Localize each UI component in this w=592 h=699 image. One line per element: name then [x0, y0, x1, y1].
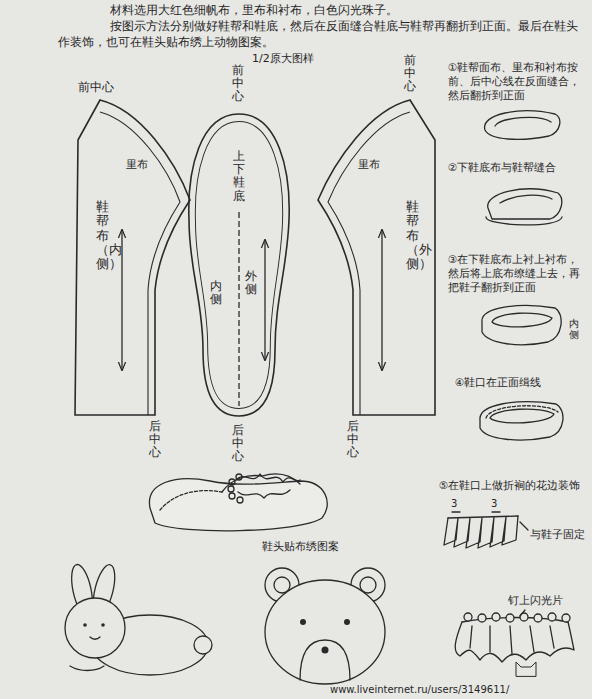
material-note: 材料选用大红色细帆布，里布和衬布，白色闪光珠子。 [110, 2, 588, 18]
sequin [562, 614, 570, 622]
sequin [548, 613, 556, 621]
pattern-piece: 上下鞋底内侧外侧 [183, 110, 295, 422]
mouth [90, 637, 100, 639]
step-text: ④鞋口在正面缉线 [455, 375, 588, 389]
bead [229, 479, 235, 485]
side-label: 外侧 [245, 270, 257, 296]
step-text: ③在下鞋底布上衬上衬布，然后将上底布缭缝上去，再把鞋子翻折到正面 [448, 252, 588, 295]
leader-line [520, 522, 528, 530]
piece-name: 上下鞋底 [233, 150, 245, 203]
step-text: ⑤在鞋口上做折裥的花边装饰 [439, 478, 589, 492]
ruffle-skirt [455, 622, 574, 662]
pleat-lines [470, 626, 554, 654]
eye [101, 623, 105, 627]
method-note: 按图示方法分别做好鞋帮和鞋底，然后在反面缝合鞋底与鞋帮再翻折到正面。最后在鞋头作… [58, 18, 588, 50]
side-label: 内侧 [210, 280, 222, 306]
rabbit-applique [65, 563, 212, 675]
opening-line [500, 195, 552, 203]
sequin [492, 613, 500, 621]
center-mark: 前中心 [232, 64, 244, 104]
leader-line [520, 610, 525, 616]
bead [228, 486, 234, 492]
pleats [444, 516, 518, 548]
bear-applique [265, 568, 385, 684]
pattern-piece: 里布鞋帮布（外侧） [310, 90, 440, 420]
stitch-line [486, 406, 558, 418]
eye [344, 619, 350, 625]
watermark: www.liveinternet.ru/users/3149611/ [330, 684, 509, 696]
decorated-shoe [149, 479, 327, 531]
pleat-mark [452, 511, 500, 512]
lining-label: 里布 [126, 158, 148, 171]
eye [83, 623, 87, 627]
piece-name: 鞋帮布（内侧） [96, 200, 109, 271]
piece-name: 鞋帮布（外侧） [406, 200, 419, 271]
sequin [506, 614, 514, 622]
shoe-opening [490, 409, 554, 423]
opening-line [495, 117, 551, 126]
inner-ear [360, 577, 376, 593]
center-mark: 前中心 [78, 80, 114, 94]
bead [229, 493, 235, 499]
lining-label: 里布 [358, 158, 380, 171]
center-mark: 后中心 [347, 420, 359, 460]
bead [236, 474, 242, 480]
step-text: ②下鞋底布与鞋帮缝合 [448, 160, 588, 174]
muzzle [300, 640, 350, 680]
sequin [478, 614, 486, 622]
step-shoe [482, 306, 561, 345]
ruffle [236, 474, 300, 498]
step-upper [485, 111, 560, 140]
sole-edge [486, 217, 562, 225]
shoe-opening [492, 313, 552, 327]
shoe-opening [222, 474, 300, 492]
caption-note: 鞋头贴布绣图案 [262, 540, 339, 553]
side-label: 内侧 [569, 318, 579, 340]
nose [322, 647, 329, 654]
pattern-piece: 里布鞋帮布（内侧） [70, 90, 195, 420]
center-mark: 后中心 [149, 420, 161, 460]
bead [237, 497, 243, 503]
center-mark: 前中心 [404, 54, 416, 94]
note: 与鞋子固定 [530, 528, 585, 541]
sequin [534, 614, 542, 622]
center-mark: 后中心 [232, 424, 244, 464]
eye [300, 619, 306, 625]
sequins [464, 613, 570, 622]
stitch-line [160, 491, 222, 510]
sequin [464, 613, 472, 621]
piece-outline [70, 90, 195, 420]
dimension: 3 [451, 498, 457, 510]
step-text: ①鞋帮面布、里布和衬布按前、后中心线在反面缝合，然后翻折到正面 [448, 60, 588, 103]
step-upper [488, 189, 562, 219]
scale-note: 1/2原大图样 [252, 52, 314, 65]
inner-ear [274, 577, 290, 593]
step-shoe [480, 402, 563, 440]
dimension: 3 [491, 498, 497, 510]
piece-outline [310, 90, 440, 420]
note: 钉上闪光片 [508, 594, 563, 607]
watermark-cat [516, 662, 536, 676]
